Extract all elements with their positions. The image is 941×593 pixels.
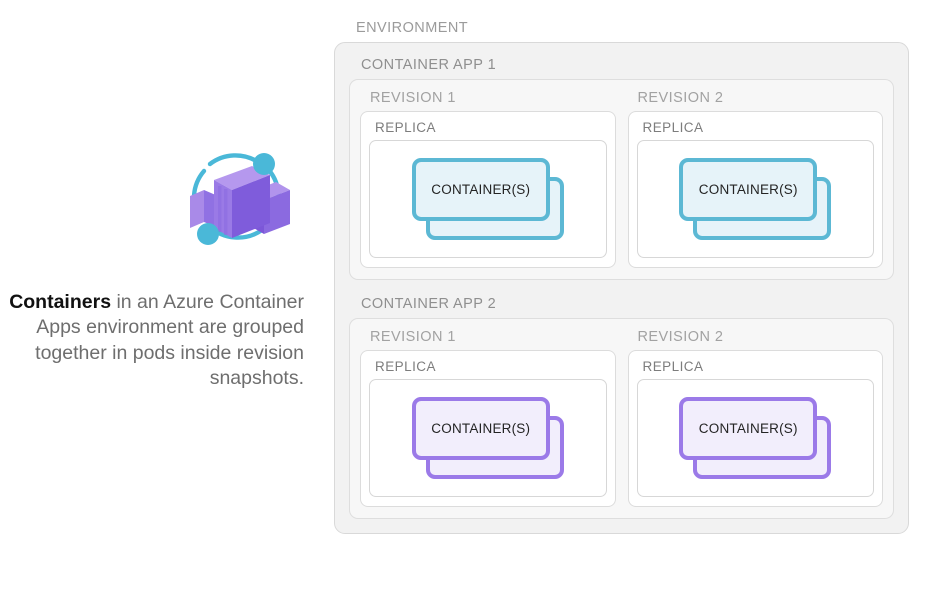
container-app-label: CONTAINER APP 2: [361, 296, 497, 312]
container-stack: CONTAINER(S): [679, 397, 832, 479]
container-card-label: CONTAINER(S): [698, 421, 798, 436]
replica-label: REPLICA: [375, 120, 436, 135]
revision-box: REPLICA CONTAINER(S): [627, 350, 883, 507]
caption-lead: Containers: [9, 290, 112, 313]
environment-label: ENVIRONMENT: [356, 20, 469, 36]
revision-box: REPLICA CONTAINER(S): [360, 111, 616, 268]
caption-text: Containers in an Azure Container Apps en…: [8, 290, 304, 392]
container-card-label: CONTAINER(S): [698, 182, 798, 197]
replica-box: CONTAINER(S): [369, 140, 607, 258]
container-app-box: REVISION 1 REPLICA CONTAINER(S): [349, 79, 894, 280]
container-app-label: CONTAINER APP 1: [361, 57, 497, 73]
revision-box: REPLICA CONTAINER(S): [360, 350, 616, 507]
container-app-group: CONTAINER APP 1 REVISION 1 REPLICA CONTA…: [349, 57, 894, 280]
revision-label: REVISION 2: [637, 329, 724, 345]
container-stack: CONTAINER(S): [679, 158, 832, 240]
container-app-box: REVISION 1 REPLICA CONTAINER(S): [349, 318, 894, 519]
caption-rest: in an Azure Container Apps environment a…: [35, 290, 304, 390]
container-app-group: CONTAINER APP 2 REVISION 1 REPLICA CONTA…: [349, 296, 894, 519]
replica-label: REPLICA: [642, 359, 704, 374]
container-card-label: CONTAINER(S): [431, 182, 531, 197]
container-card-front: CONTAINER(S): [411, 158, 550, 221]
replica-label: REPLICA: [375, 359, 436, 374]
container-card-front: CONTAINER(S): [679, 397, 818, 460]
explanation-panel: Containers in an Azure Container Apps en…: [0, 0, 320, 593]
replica-box: CONTAINER(S): [369, 379, 607, 497]
replica-label: REPLICA: [642, 120, 704, 135]
replica-box: CONTAINER(S): [636, 379, 874, 497]
revision-box: REPLICA CONTAINER(S): [627, 111, 883, 268]
revision-column: REVISION 2 REPLICA CONTAINER(S): [627, 89, 883, 268]
environment-box: CONTAINER APP 1 REVISION 1 REPLICA CONTA…: [334, 42, 909, 534]
revision-label: REVISION 1: [370, 90, 456, 106]
revision-label: REVISION 2: [637, 90, 724, 106]
container-card-front: CONTAINER(S): [679, 158, 818, 221]
revision-column: REVISION 1 REPLICA CONTAINER(S): [360, 328, 616, 507]
revision-label: REVISION 1: [370, 329, 456, 345]
container-stack: CONTAINER(S): [411, 158, 564, 240]
container-stack: CONTAINER(S): [411, 397, 564, 479]
replica-box: CONTAINER(S): [636, 140, 874, 258]
container-card-front: CONTAINER(S): [411, 397, 550, 460]
revision-column: REVISION 1 REPLICA CONTAINER(S): [360, 89, 616, 268]
container-card-label: CONTAINER(S): [431, 421, 531, 436]
revision-column: REVISION 2 REPLICA CONTAINER(S): [627, 328, 883, 507]
azure-container-apps-logo-icon: [178, 142, 294, 258]
architecture-diagram: ENVIRONMENT CONTAINER APP 1 REVISION 1 R…: [334, 20, 909, 534]
